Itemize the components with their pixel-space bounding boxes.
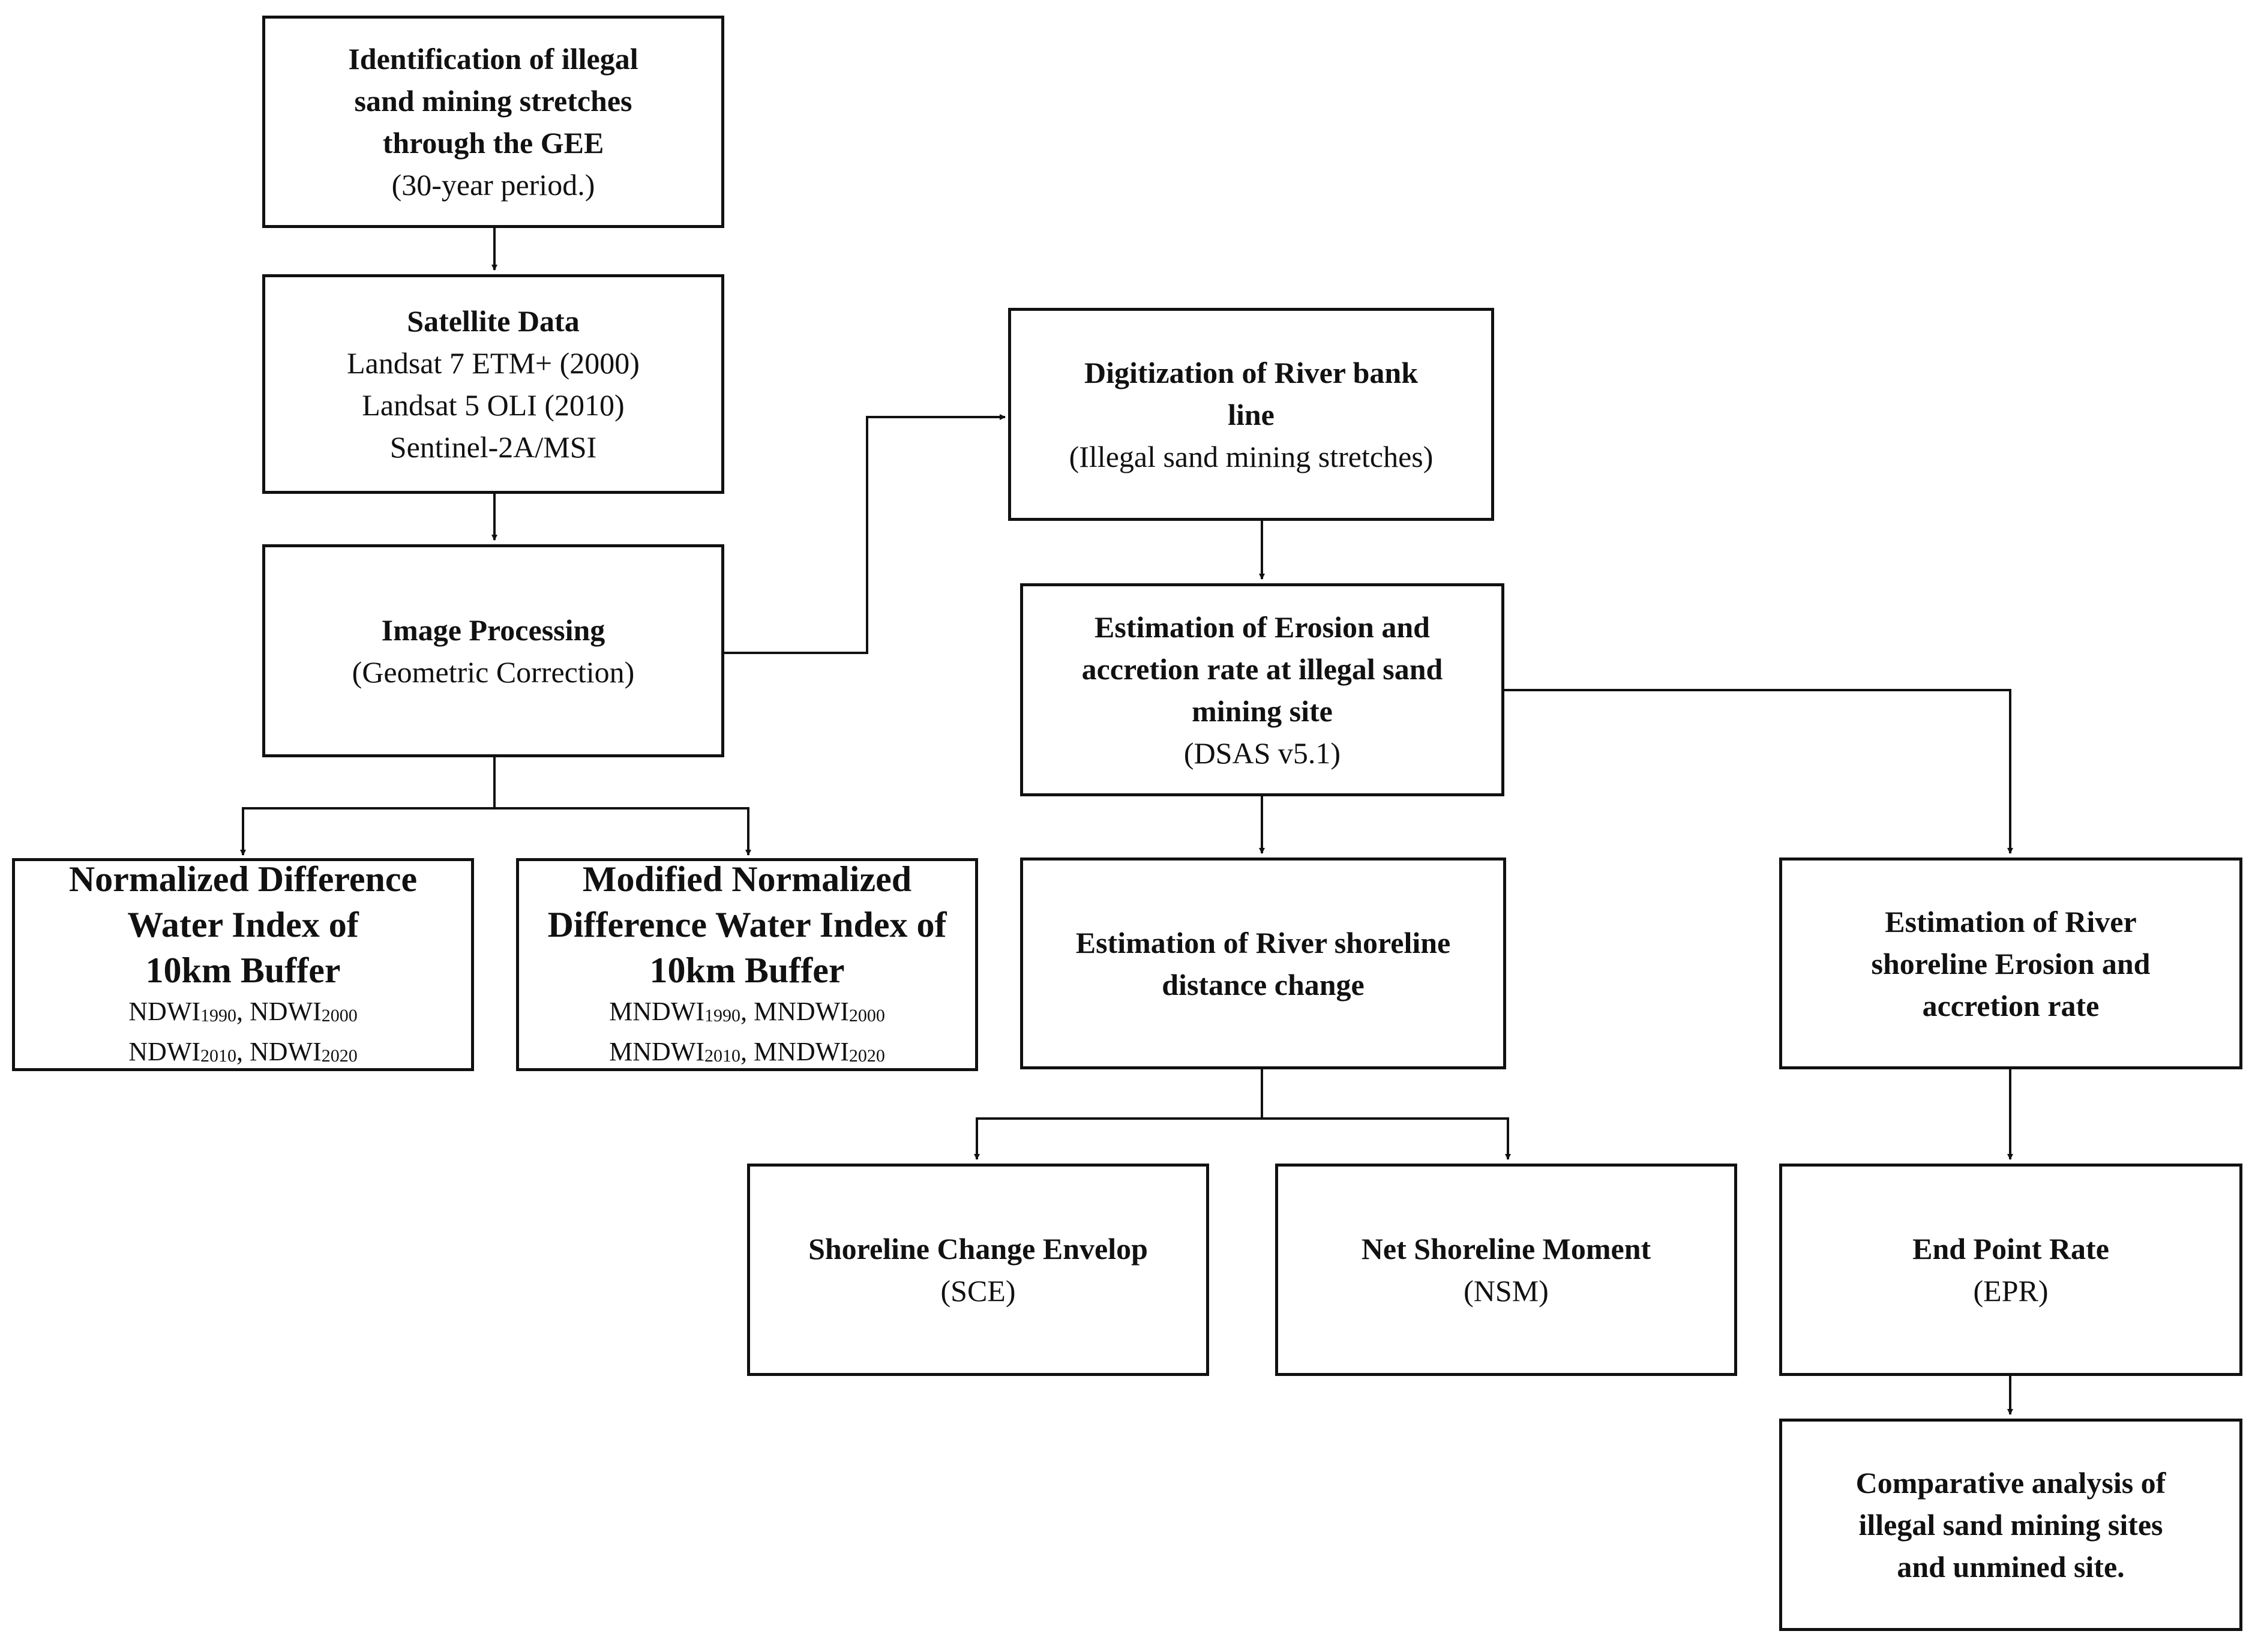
erosion-line-1: Estimation of Erosion and <box>1094 610 1430 644</box>
rate-line-1: Estimation of River <box>1885 904 2137 939</box>
box-nsm: Net Shoreline Moment (NSM) <box>1275 1164 1737 1376</box>
mndwi-line-3: 10km Buffer <box>649 950 845 990</box>
ndwi-line-3: 10km Buffer <box>145 950 341 990</box>
connector-processing-split <box>242 757 496 854</box>
box-comparative-analysis: Comparative analysis of illegal sand min… <box>1779 1419 2242 1631</box>
gee-line-3: through the GEE <box>382 126 604 160</box>
box-mndwi: Modified Normalized Difference Water Ind… <box>516 858 978 1071</box>
mndwi-line-2: Difference Water Index of <box>547 904 947 945</box>
gee-line-1: Identification of illegal <box>348 42 638 76</box>
erosion-line-2: accretion rate at illegal sand <box>1081 652 1443 686</box>
box-ndwi: Normalized Difference Water Index of 10k… <box>12 858 474 1071</box>
box-erosion-estimation: Estimation of Erosion and accretion rate… <box>1020 583 1504 796</box>
gee-line-4: (30-year period.) <box>391 168 595 202</box>
digitization-line-1: Digitization of River bank <box>1084 355 1419 389</box>
rate-line-2: shoreline Erosion and <box>1871 946 2151 981</box>
arrow-processing-to-digitization <box>724 414 1006 654</box>
ndwi-line-1: Normalized Difference <box>68 859 418 899</box>
mndwi-line-1: Modified Normalized <box>582 859 912 899</box>
erosion-subtitle: (DSAS v5.1) <box>1183 736 1341 770</box>
ndwi-line-2: Water Index of <box>127 904 359 945</box>
box-sce: Shoreline Change Envelop (SCE) <box>747 1164 1209 1376</box>
nsm-title: Net Shoreline Moment <box>1361 1232 1651 1266</box>
processing-subtitle: (Geometric Correction) <box>352 655 635 689</box>
mndwi-years-row-1: MNDWI1990, MNDWI2000 <box>609 996 885 1026</box>
sce-subtitle: (SCE) <box>940 1274 1016 1308</box>
comparative-line-3: and unmined site. <box>1897 1550 2125 1584</box>
erosion-line-3: mining site <box>1192 694 1333 728</box>
comparative-line-2: illegal sand mining sites <box>1858 1508 2163 1542</box>
digitization-subtitle: (Illegal sand mining stretches) <box>1069 439 1434 473</box>
rate-line-3: accretion rate <box>1922 988 2100 1023</box>
nsm-subtitle: (NSM) <box>1464 1274 1549 1308</box>
mndwi-years-row-2: MNDWI2010, MNDWI2020 <box>609 1036 885 1066</box>
comparative-line-1: Comparative analysis of <box>1855 1466 2166 1500</box>
ndwi-years-row-1: NDWI1990, NDWI2000 <box>128 996 358 1026</box>
distance-line-1: Estimation of River shoreline <box>1075 925 1451 960</box>
arrow-erosion-to-rate <box>1504 689 2013 854</box>
satellite-line-3: Sentinel-2A/MSI <box>389 430 597 464</box>
connector-distance-split-right <box>1262 1117 1509 1158</box>
digitization-line-2: line <box>1228 397 1275 431</box>
processing-title: Image Processing <box>381 613 605 647</box>
ndwi-years-row-2: NDWI2010, NDWI2020 <box>128 1036 358 1066</box>
satellite-line-2: Landsat 5 OLI (2010) <box>362 388 625 422</box>
satellite-title: Satellite Data <box>407 304 580 338</box>
box-epr: End Point Rate (EPR) <box>1779 1164 2242 1376</box>
box-satellite-data: Satellite Data Landsat 7 ETM+ (2000) Lan… <box>262 274 724 494</box>
epr-subtitle: (EPR) <box>1973 1274 2049 1308</box>
box-distance-change: Estimation of River shoreline distance c… <box>1020 858 1506 1069</box>
box-gee-identification: Identification of illegal sand mining st… <box>262 16 724 228</box>
connector-processing-split-right <box>494 807 749 854</box>
box-digitization: Digitization of River bank line (Illegal… <box>1008 308 1494 521</box>
connector-distance-split <box>976 1069 1263 1158</box>
box-shoreline-rate: Estimation of River shoreline Erosion an… <box>1779 858 2242 1069</box>
sce-title: Shoreline Change Envelop <box>808 1232 1148 1266</box>
box-image-processing: Image Processing (Geometric Correction) <box>262 544 724 757</box>
gee-line-2: sand mining stretches <box>354 84 632 118</box>
epr-title: End Point Rate <box>1912 1232 2109 1266</box>
satellite-line-1: Landsat 7 ETM+ (2000) <box>347 346 640 380</box>
distance-line-2: distance change <box>1162 967 1365 1002</box>
